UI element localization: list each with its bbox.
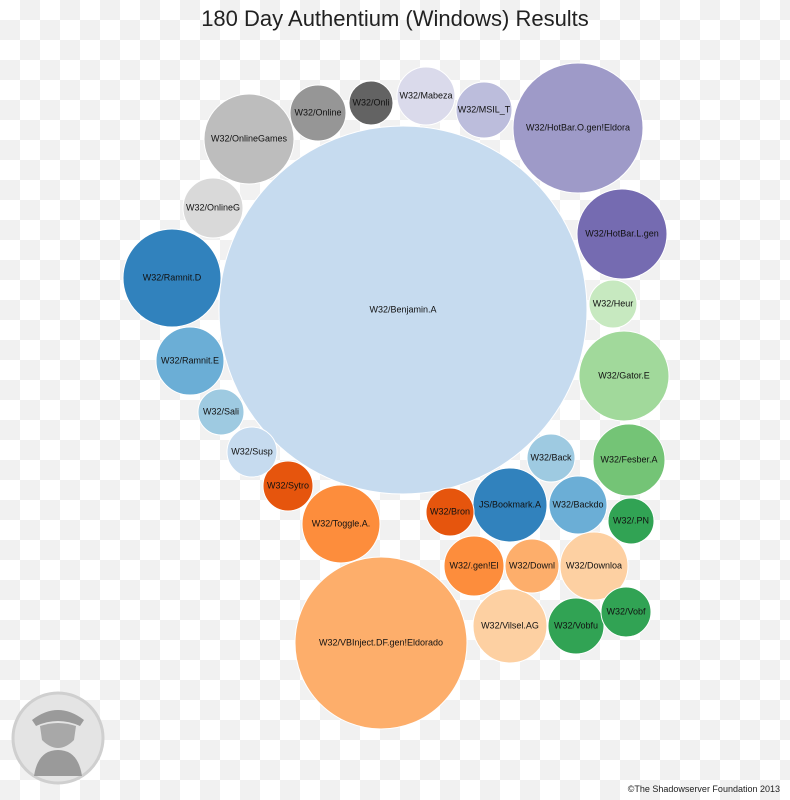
bubble-w32-onlinegames: W32/OnlineGames — [203, 93, 295, 185]
bubble-circle — [588, 279, 638, 329]
bubble-circle — [455, 81, 513, 139]
bubble-w32-ramnit-e: W32/Ramnit.E — [155, 326, 225, 396]
bubble-label: W32/Vobfu — [554, 620, 598, 630]
bubble-circle — [592, 423, 666, 497]
bubble-w32-downl: W32/Downl — [504, 538, 560, 594]
bubble-label: W32/Sytro — [267, 480, 309, 490]
bubble-label: W32/Gator.E — [598, 370, 650, 380]
bubble-label: W32/Online — [294, 107, 341, 117]
shadowserver-logo-icon — [11, 691, 105, 785]
bubble-w32-vobfu: W32/Vobfu — [547, 597, 605, 655]
bubble-w32-onli: W32/Onli — [348, 80, 394, 126]
bubble-w32-sali: W32/Sali — [197, 388, 245, 436]
bubble-circle — [348, 80, 394, 126]
bubble-circle — [294, 556, 468, 730]
bubble-circle — [512, 62, 644, 194]
bubble-w32-heur: W32/Heur — [588, 279, 638, 329]
bubble-circle — [443, 535, 505, 597]
bubble-circle — [576, 188, 668, 280]
bubble-label: W32/Bron — [430, 506, 470, 516]
bubble-w32-pn: W32/.PN — [607, 497, 655, 545]
bubble-w32-gen-el: W32/.gen!El — [443, 535, 505, 597]
bubble-label: W32/Vilsel.AG — [481, 620, 539, 630]
bubble-circle — [203, 93, 295, 185]
bubble-w32-vobf: W32/Vobf — [600, 586, 652, 638]
bubble-circle — [548, 475, 608, 535]
bubble-label: W32/Ramnit.E — [161, 355, 219, 365]
bubble-circle — [504, 538, 560, 594]
bubble-w32-vbinject-df-gen-eldorado: W32/VBInject.DF.gen!Eldorado — [294, 556, 468, 730]
bubble-w32-ramnit-d: W32/Ramnit.D — [122, 228, 222, 328]
chart-title: 180 Day Authentium (Windows) Results — [201, 6, 589, 31]
bubble-w32-mabeza: W32/Mabeza — [396, 66, 456, 126]
bubble-label: W32/Back — [530, 452, 572, 462]
bubble-w32-backdo: W32/Backdo — [548, 475, 608, 535]
bubble-w32-benjamin-a: W32/Benjamin.A — [218, 125, 588, 495]
bubble-label: W32/HotBar.O.gen!Eldora — [526, 122, 630, 132]
bubble-w32-sytro: W32/Sytro — [262, 460, 314, 512]
bubble-label: W32/Benjamin.A — [369, 304, 436, 314]
bubble-circle — [122, 228, 222, 328]
credit-text: ©The Shadowserver Foundation 2013 — [627, 784, 780, 794]
bubble-w32-downloa: W32/Downloa — [559, 531, 629, 601]
bubble-label: W32/VBInject.DF.gen!Eldorado — [319, 637, 443, 647]
bubble-circle — [396, 66, 456, 126]
bubble-label: W32/MSIL_T — [458, 104, 511, 114]
bubble-w32-bron: W32/Bron — [425, 487, 475, 537]
bubble-label: W32/Fesber.A — [600, 454, 657, 464]
bubble-label: W32/OnlineG — [186, 202, 240, 212]
bubble-circle — [218, 125, 588, 495]
bubble-label: W32/.gen!El — [449, 560, 498, 570]
bubble-circle — [600, 586, 652, 638]
bubble-js-bookmark-a: JS/Bookmark.A — [472, 467, 548, 543]
bubble-label: W32/OnlineGames — [211, 133, 288, 143]
bubble-circle — [607, 497, 655, 545]
bubble-w32-online: W32/Online — [289, 84, 347, 142]
bubble-circle — [526, 433, 576, 483]
bubble-label: W32/Downl — [509, 560, 555, 570]
bubble-label: W32/Susp — [231, 446, 273, 456]
bubble-label: W32/Toggle.A. — [312, 518, 371, 528]
bubble-circle — [289, 84, 347, 142]
bubble-w32-hotbar-l-gen: W32/HotBar.L.gen — [576, 188, 668, 280]
bubble-label: W32/Vobf — [606, 606, 646, 616]
bubble-circle — [262, 460, 314, 512]
bubble-label: W32/Onli — [352, 97, 389, 107]
bubble-w32-susp: W32/Susp — [226, 426, 278, 478]
bubble-w32-fesber-a: W32/Fesber.A — [592, 423, 666, 497]
bubble-circle — [578, 330, 670, 422]
bubble-w32-toggle-a: W32/Toggle.A. — [301, 484, 381, 564]
bubble-label: W32/Sali — [203, 406, 239, 416]
bubble-w32-back: W32/Back — [526, 433, 576, 483]
bubble-circle — [182, 177, 244, 239]
bubble-label: W32/Ramnit.D — [143, 272, 202, 282]
bubble-w32-onlineg: W32/OnlineG — [182, 177, 244, 239]
bubble-circle — [197, 388, 245, 436]
bubble-circle — [559, 531, 629, 601]
bubble-circle — [155, 326, 225, 396]
bubble-w32-vilsel-ag: W32/Vilsel.AG — [472, 588, 548, 664]
bubble-circle — [547, 597, 605, 655]
bubble-circle — [425, 487, 475, 537]
bubble-label: W32/.PN — [613, 515, 649, 525]
bubble-w32-gator-e: W32/Gator.E — [578, 330, 670, 422]
bubble-circle — [472, 588, 548, 664]
bubble-circle — [301, 484, 381, 564]
bubble-circle — [226, 426, 278, 478]
bubble-label: W32/Backdo — [552, 499, 603, 509]
bubble-label: W32/Heur — [593, 298, 634, 308]
bubble-label: JS/Bookmark.A — [479, 499, 541, 509]
bubble-label: W32/HotBar.L.gen — [585, 228, 659, 238]
bubble-label: W32/Downloa — [566, 560, 622, 570]
bubble-label: W32/Mabeza — [399, 90, 452, 100]
bubble-w32-hotbar-o-gen-eldora: W32/HotBar.O.gen!Eldora — [512, 62, 644, 194]
bubble-w32-msil-t: W32/MSIL_T — [455, 81, 513, 139]
